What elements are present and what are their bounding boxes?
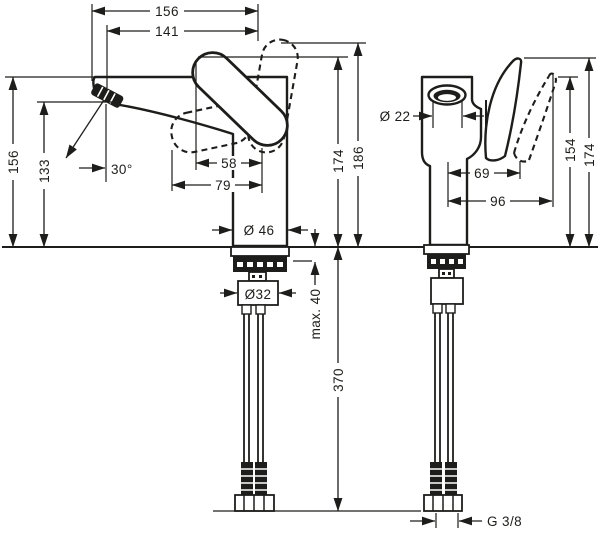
dim-height-to-handle-label: 186 <box>351 146 366 170</box>
side-view-mounting <box>213 246 421 512</box>
dim-lever-tip-height-label: 174 <box>582 143 597 167</box>
front-view-lever <box>484 57 523 162</box>
dimension-labels: 156 141 156 133 30° 58 79 Ø 46 Ø32 174 1… <box>6 4 597 529</box>
dim-spout-height-label: 133 <box>37 159 52 183</box>
dim-79-label: 79 <box>215 178 231 193</box>
dim-overall-height-label: 156 <box>6 150 21 174</box>
shank-body <box>430 277 464 305</box>
front-view-drawing <box>420 57 558 512</box>
dim-counter-thickness-label: max. 40 <box>308 289 323 340</box>
front-lever-phantom <box>512 72 558 163</box>
hose-sleeve <box>255 462 267 495</box>
dim-shank-diameter-label: Ø32 <box>245 287 272 302</box>
dim-thread-label: G 3/8 <box>487 514 522 529</box>
spout-outlet <box>427 84 467 106</box>
dim-overall-width-label: 156 <box>155 4 179 19</box>
handle-phantom-up <box>247 38 299 154</box>
dim-69-label: 69 <box>474 166 490 181</box>
hose-sleeve <box>430 462 442 495</box>
dim-58-label: 58 <box>221 156 237 171</box>
hose-sleeve <box>445 462 457 495</box>
label-backgrounds <box>7 4 595 397</box>
side-view-handle <box>191 51 289 147</box>
front-view-mounting <box>423 244 470 512</box>
dim-96-label: 96 <box>490 194 506 209</box>
dim-spout-diameter-label: Ø 22 <box>380 109 411 124</box>
dim-spout-reach-label: 141 <box>155 24 179 39</box>
side-view-drawing <box>91 38 421 512</box>
dim-spray-angle-label: 30° <box>111 162 133 177</box>
hose-sleeve <box>241 462 253 495</box>
dim-base-diameter-label: Ø 46 <box>244 223 275 238</box>
dim-height-to-lever-label: 174 <box>331 149 346 173</box>
dim-hose-length-label: 370 <box>331 368 346 392</box>
dim-spout-top-height-label: 154 <box>563 138 578 162</box>
